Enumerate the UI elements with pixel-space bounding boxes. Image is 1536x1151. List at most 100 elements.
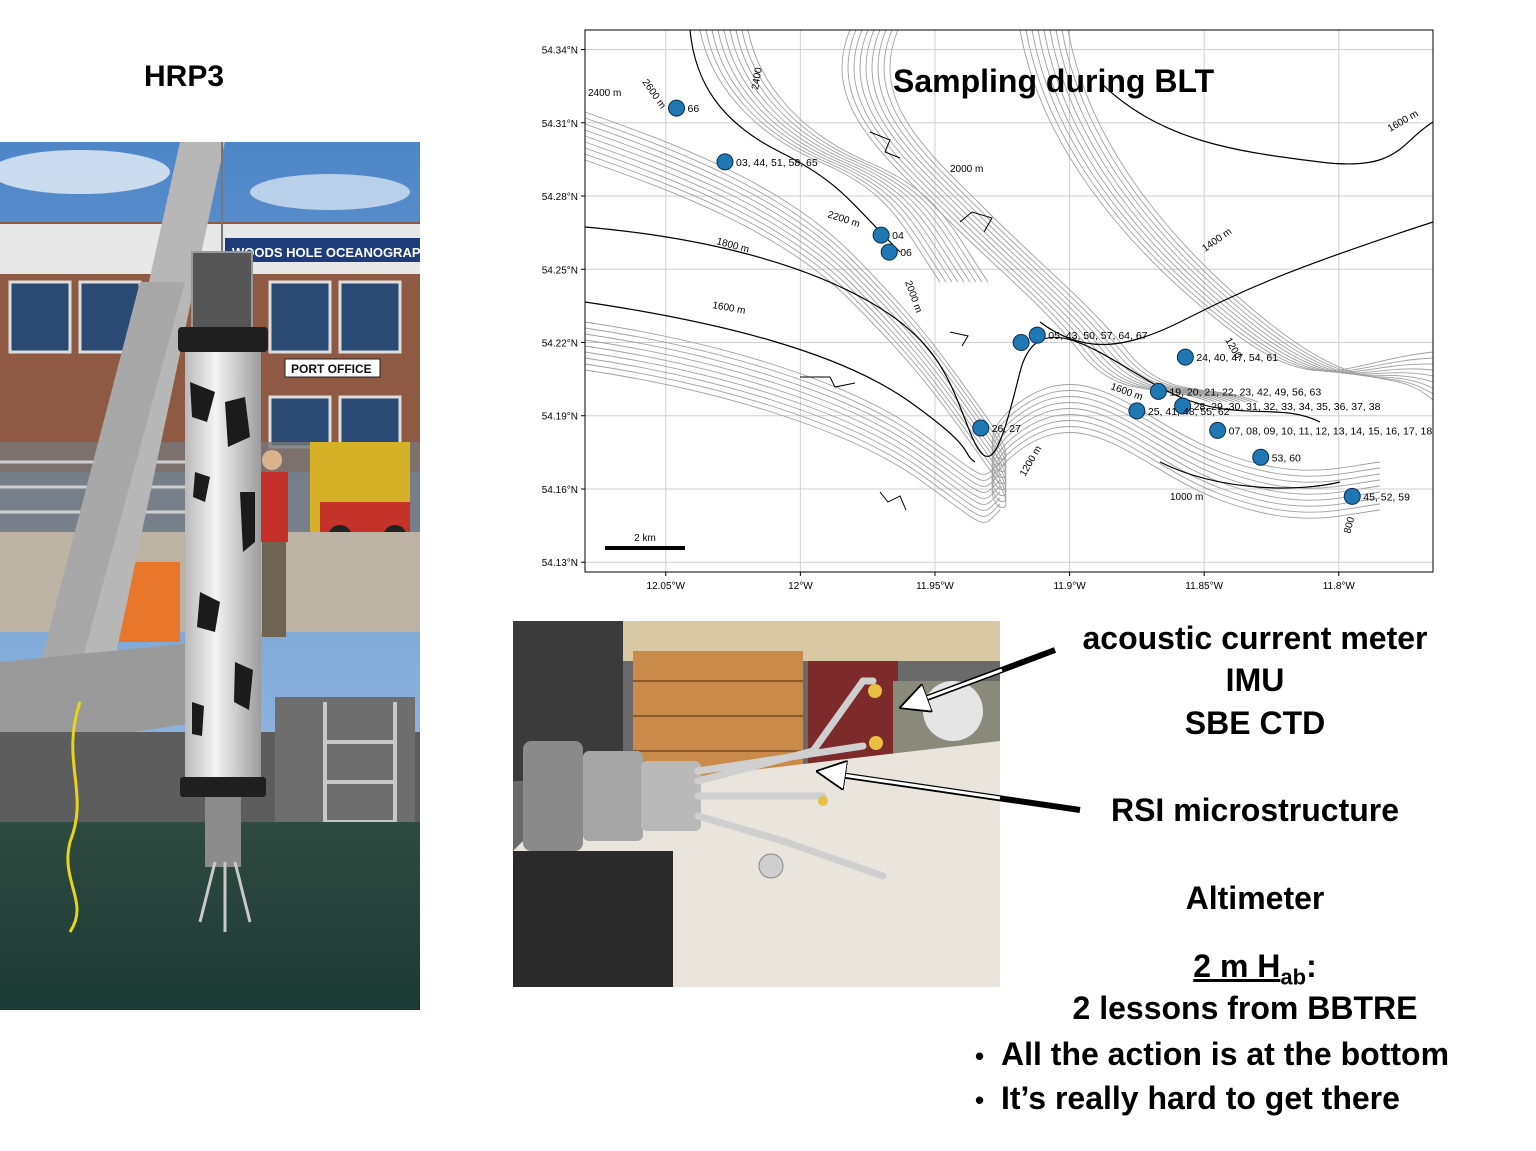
station-label: 25, 41, 48, 55, 62 (1148, 406, 1230, 418)
map-grid (585, 30, 1433, 572)
contour-line (584, 369, 1001, 523)
lon-tick-label: 11.8°W (1323, 581, 1356, 592)
altimeter-label: Altimeter (1185, 880, 1325, 916)
contour-line (1031, 29, 1434, 373)
contour-line (1037, 29, 1434, 374)
station-marker (716, 153, 734, 171)
contour-line (1025, 29, 1434, 372)
contour-label: 1600 m (1386, 108, 1420, 134)
contour-line (889, 29, 1259, 403)
contour-line (1019, 29, 1434, 372)
map-axes: 54.34°N54.31°N54.28°N54.25°N54.22°N54.19… (542, 46, 1356, 592)
bullet-text: It’s really hard to get there (1001, 1080, 1400, 1116)
station-label: 53, 60 (1272, 452, 1301, 464)
station-label: 06 (900, 247, 912, 259)
coast-fragment (949, 331, 969, 347)
hab-text: 2 m Hab (1193, 948, 1306, 989)
contour-label: 800 (1342, 515, 1357, 534)
major-contour-line (1039, 221, 1434, 345)
contour-line (847, 29, 1217, 403)
major-contour-line (584, 226, 1321, 457)
contour-line (584, 321, 1001, 475)
acoustic-current-meter-label: acoustic current meter (1082, 620, 1428, 656)
lon-tick-label: 11.9°W (1053, 581, 1086, 592)
rsi-microstructure-label: RSI microstructure (1110, 792, 1400, 828)
station-label: 26, 27 (992, 423, 1021, 435)
station-label: 05, 43, 50, 57, 64, 67 (1048, 330, 1147, 342)
contour-line (584, 357, 1001, 511)
contour-line (1049, 29, 1434, 383)
contour-line (1055, 29, 1434, 389)
contour-label: 1000 m (1170, 492, 1203, 503)
contour-label: 2400 (750, 66, 765, 90)
lat-tick-label: 54.22°N (542, 339, 578, 350)
station-marker (1252, 448, 1270, 466)
contour-line (584, 327, 1001, 481)
lat-tick-label: 54.13°N (542, 558, 578, 569)
hab-suffix: : (1306, 948, 1317, 984)
contour-line (584, 117, 1381, 477)
imu-label: IMU (1225, 662, 1285, 698)
station-marker (668, 99, 686, 117)
contour-line (747, 29, 989, 283)
station-label: 19, 20, 21, 22, 23, 42, 49, 56, 63 (1169, 386, 1321, 398)
hab-subscript: ab (1280, 964, 1307, 990)
contour-line (717, 29, 959, 283)
coast-fragment (869, 131, 901, 159)
scale-bar-label: 2 km (634, 533, 656, 544)
contour-line (584, 345, 1001, 499)
station-label: 45, 52, 59 (1363, 491, 1410, 503)
major-contour-line (1099, 81, 1434, 165)
contour-line (584, 339, 1001, 493)
contour-line (584, 123, 1381, 483)
contour-line (877, 29, 1247, 403)
hrp3-title: HRP3 (144, 60, 225, 93)
lon-tick-label: 12.05°W (647, 581, 686, 592)
contour-line (723, 29, 965, 283)
contour-line (584, 333, 1001, 487)
station-label: 28, 29, 30, 31, 32, 33, 34, 35, 36, 37, … (1194, 401, 1381, 413)
lon-tick-label: 11.95°W (916, 581, 954, 592)
bullet-text: All the action is at the bottom (1001, 1036, 1450, 1072)
lat-tick-label: 54.34°N (542, 46, 578, 57)
coast-fragment (879, 491, 907, 511)
lat-tick-label: 54.19°N (542, 412, 578, 423)
lat-tick-label: 54.16°N (542, 485, 578, 496)
contour-line (729, 29, 971, 283)
contour-line (1043, 29, 1434, 377)
station-marker (972, 419, 990, 437)
contour-line (584, 363, 1001, 517)
station-marker (1012, 334, 1030, 352)
list-item: • All the action is at the bottom (975, 1036, 1535, 1080)
contour-label: 2200 m (826, 209, 861, 230)
hab-main: 2 m H (1193, 948, 1281, 984)
station-marker (1209, 421, 1227, 439)
contour-line (859, 29, 1229, 403)
contour-label: 1800 m (715, 236, 750, 255)
contour-line (1067, 29, 1434, 401)
major-contour-line (689, 29, 901, 253)
lessons-list: • All the action is at the bottom • It’s… (975, 1036, 1535, 1124)
station-marker (1343, 487, 1361, 505)
contour-label: 2000 m (950, 164, 983, 175)
station-marker (880, 243, 898, 261)
contour-label: 2400 m (588, 88, 621, 99)
coast-fragment (959, 211, 993, 233)
contour-line (1061, 29, 1434, 395)
height-above-bottom-label: 2 m Hab: (1040, 948, 1470, 990)
contour-line (584, 147, 1381, 507)
lessons-title: 2 lessons from BBTRE (1072, 990, 1418, 1026)
contour-line (735, 29, 977, 283)
coast-fragment (800, 376, 856, 388)
sensor-head-photo (513, 621, 1000, 987)
station-marker (1176, 348, 1194, 366)
station-marker (1149, 382, 1167, 400)
station-label: 66 (688, 103, 700, 115)
contour-line (584, 159, 1381, 519)
contour-label: 1200 m (1018, 444, 1044, 478)
contour-line (711, 29, 953, 283)
contour-line (853, 29, 1223, 403)
contour-line (741, 29, 983, 283)
station-label: 04 (892, 230, 904, 242)
